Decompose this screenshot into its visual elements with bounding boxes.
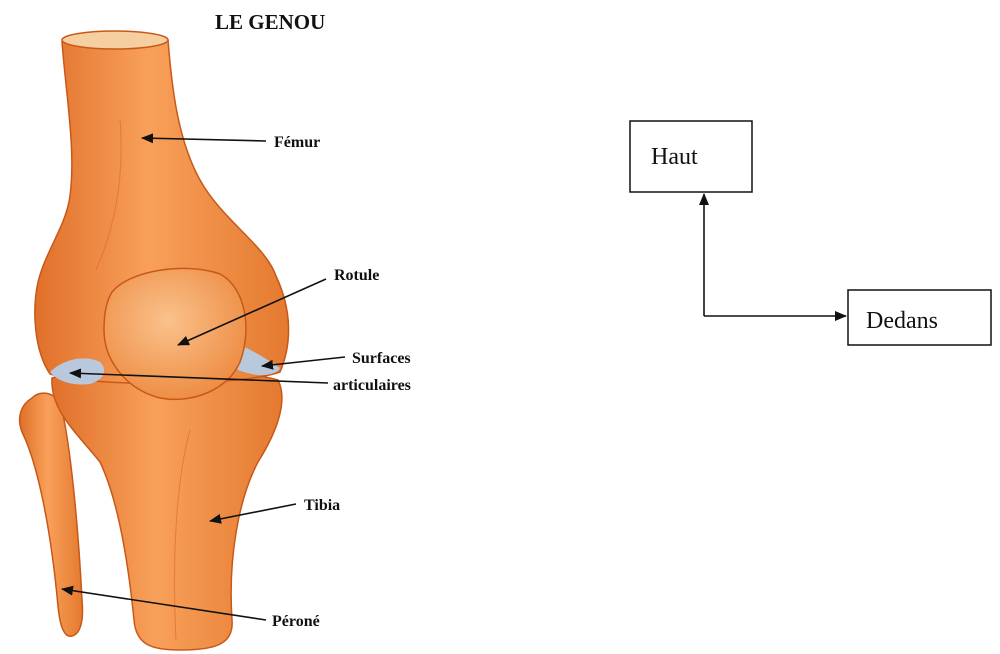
knee-illustration <box>20 31 289 650</box>
femur-cut-surface <box>62 31 168 49</box>
femur-label: Fémur <box>274 134 320 151</box>
figure-title: LE GENOU <box>215 10 325 34</box>
dedans-label: Dedans <box>866 308 938 334</box>
rotule-label: Rotule <box>334 267 379 284</box>
perone-label: Péroné <box>272 613 320 630</box>
tibia-label: Tibia <box>304 497 340 514</box>
orientation-diagram: Haut Dedans <box>630 121 991 345</box>
surfaces-label-line2: articulaires <box>333 377 411 394</box>
surfaces-label-line1: Surfaces <box>352 350 411 367</box>
tibia-bone <box>52 369 282 650</box>
haut-label: Haut <box>651 144 698 170</box>
